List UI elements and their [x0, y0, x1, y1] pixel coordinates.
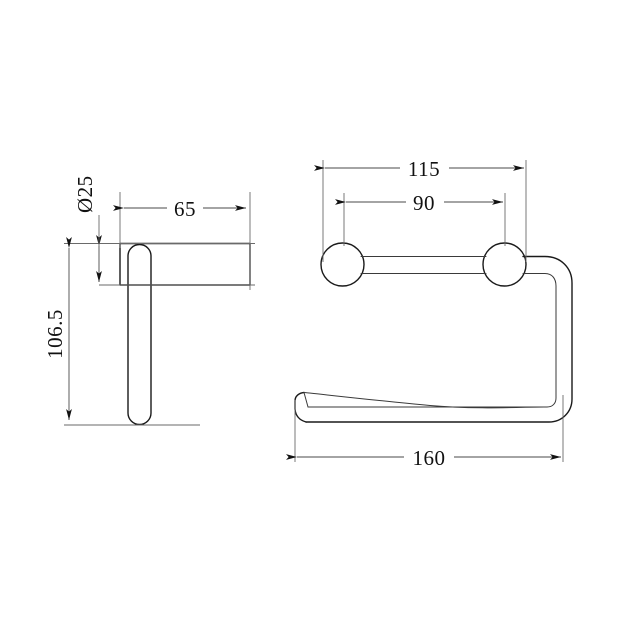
- dim-label-width-90: 90: [413, 191, 435, 215]
- dim-label-width-115: 115: [408, 157, 440, 181]
- dim-label-depth-65: 65: [174, 197, 196, 221]
- dim-label-dia-25: Ø25: [73, 175, 97, 213]
- front-view-arm-inner: [307, 273, 557, 408]
- front-view-left-post-circle: [320, 242, 365, 287]
- dim-label-90-bg: [406, 190, 444, 214]
- dim-label-depth-65-bg: [167, 196, 203, 220]
- side-view-dimensions: 106.5 Ø25 65: [43, 175, 255, 426]
- front-view-right-post-circle: [482, 242, 527, 287]
- dim-label-115-bg: [400, 156, 449, 180]
- dim-label-160-bg: [404, 445, 454, 469]
- front-view-part: [294, 242, 573, 423]
- side-view-mounting-plate: [119, 242, 251, 286]
- dim-label-width-160: 160: [413, 446, 446, 470]
- side-view-pill-bar: [127, 243, 152, 426]
- front-view-arm-outer: [305, 255, 573, 423]
- front-view-tip-taper: [303, 392, 548, 409]
- front-view-dimensions: 115 90 160: [286, 156, 564, 470]
- side-view-part: [119, 242, 251, 426]
- front-view-tip-inner: [303, 392, 309, 408]
- front-view-tip-outer: [294, 391, 307, 423]
- dim-label-height-106: 106.5: [43, 309, 67, 359]
